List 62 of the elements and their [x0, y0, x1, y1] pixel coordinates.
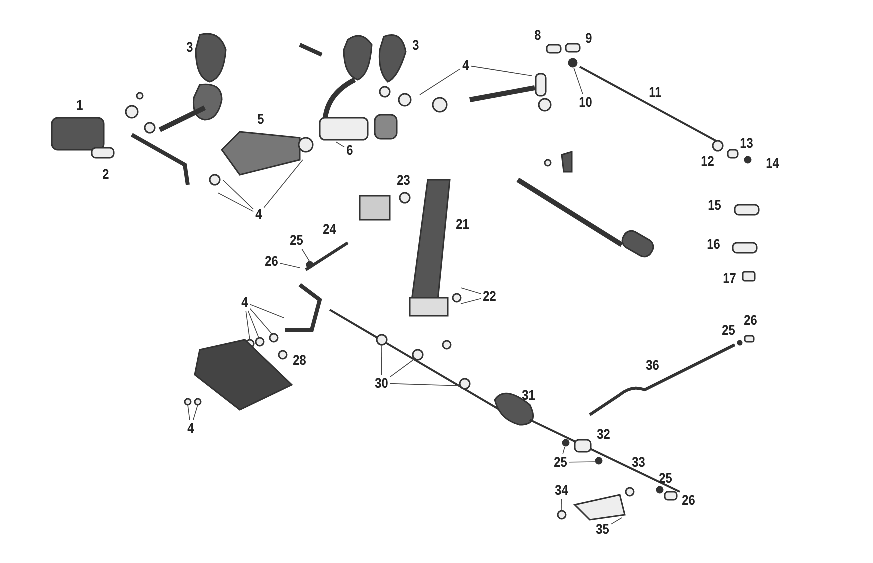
callout-number: 4	[188, 421, 194, 436]
leader-line	[218, 192, 254, 212]
callout-number: 26	[265, 254, 278, 269]
callout-number: 30	[375, 376, 388, 391]
leader-line	[611, 518, 622, 525]
callout-number: 25	[554, 455, 568, 470]
callout-number: 26	[682, 493, 696, 508]
callout-number: 1	[76, 98, 84, 113]
leader-line	[336, 142, 345, 148]
callout-number: 28	[293, 353, 306, 368]
leader-line	[248, 310, 260, 338]
callout-number: 33	[632, 455, 646, 470]
callout-number: 31	[522, 388, 536, 403]
callout-number: 34	[555, 483, 568, 498]
callout-number: 14	[766, 156, 780, 171]
callout-number: 4	[242, 295, 248, 310]
leader-line	[574, 68, 584, 94]
leader-line	[188, 404, 190, 420]
callout-number: 25	[722, 323, 736, 338]
callout-number: 6	[346, 143, 354, 158]
callout-number: 23	[397, 173, 410, 188]
callout-number: 11	[649, 85, 662, 100]
leader-line	[562, 446, 566, 454]
callout-number: 17	[723, 271, 736, 286]
callout-number: 13	[740, 136, 754, 151]
callout-number: 5	[258, 112, 264, 127]
callout-number: 2	[102, 167, 110, 182]
callout-number: 4	[462, 58, 470, 73]
leader-line	[420, 68, 461, 96]
callout-number: 3	[186, 40, 194, 55]
leader-line	[470, 66, 532, 76]
leader-line	[569, 462, 596, 463]
leader-line	[222, 180, 254, 210]
leader-line	[264, 160, 304, 208]
leader-line	[246, 310, 250, 340]
callout-number: 10	[579, 95, 592, 110]
callout-number: 4	[256, 207, 262, 222]
callout-number: 16	[707, 237, 720, 252]
callout-number: 25	[290, 233, 304, 248]
leader-line	[460, 298, 482, 304]
leader-line	[390, 358, 416, 378]
callout-number: 25	[659, 471, 672, 486]
leader-line	[460, 288, 482, 294]
callout-number: 24	[323, 222, 336, 237]
leader-line	[193, 404, 198, 420]
leader-line	[390, 383, 460, 386]
leader-line	[250, 304, 284, 318]
leader-line	[280, 263, 300, 268]
callout-number: 26	[744, 313, 758, 328]
leader-line	[250, 308, 272, 334]
callout-number: 12	[701, 154, 714, 169]
callout-number: 3	[412, 38, 420, 53]
callout-number: 15	[708, 198, 722, 213]
leader-line	[381, 344, 382, 376]
callout-number: 21	[456, 217, 470, 232]
callout-number: 32	[597, 427, 610, 442]
leader-line	[302, 248, 310, 262]
callout-number: 22	[483, 289, 496, 304]
callout-number: 36	[646, 358, 660, 373]
callout-number: 8	[534, 28, 542, 43]
callout-number: 9	[586, 31, 592, 46]
callout-number: 35	[596, 522, 610, 537]
